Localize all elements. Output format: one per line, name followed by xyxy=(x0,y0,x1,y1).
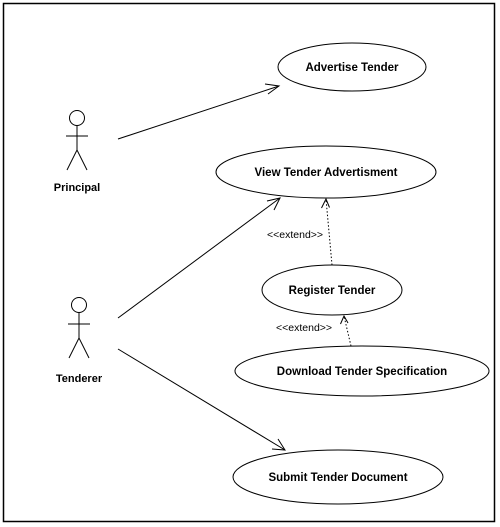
usecase-advertise-tender: Advertise Tender xyxy=(277,42,427,92)
arrowhead-download-register xyxy=(340,314,349,325)
arrowhead-principal-advertise xyxy=(264,83,281,95)
arrowhead-register-view xyxy=(321,197,330,209)
extend-label-register-view: <<extend>> xyxy=(267,229,323,241)
usecase-submit-tender-document: Submit Tender Document xyxy=(232,449,444,505)
usecase-download-tender-specification: Download Tender Specification xyxy=(234,345,490,397)
extend-download-register xyxy=(343,315,352,347)
actor-principal-label: Principal xyxy=(54,182,100,194)
usecase-download-tender-specification-label: Download Tender Specification xyxy=(277,366,447,378)
usecase-submit-tender-document-label: Submit Tender Document xyxy=(268,472,407,484)
usecase-view-tender-advertisment: View Tender Advertisment xyxy=(215,145,437,199)
usecase-register-tender-label: Register Tender xyxy=(289,285,376,297)
association-tenderer-view xyxy=(117,197,281,319)
usecase-register-tender: Register Tender xyxy=(261,264,403,316)
extend-label-download-register: <<extend>> xyxy=(276,322,332,334)
diagram-frame xyxy=(2,2,496,523)
arrowhead-tenderer-submit xyxy=(271,438,286,451)
extend-register-view xyxy=(325,198,333,266)
actor-principal-head xyxy=(69,110,85,126)
usecase-advertise-tender-label: Advertise Tender xyxy=(305,62,399,74)
association-principal-advertise xyxy=(117,85,280,140)
actor-principal xyxy=(66,110,88,171)
actor-tenderer xyxy=(68,297,90,359)
actor-tenderer-label: Tenderer xyxy=(56,373,103,385)
actor-tenderer-head xyxy=(71,297,87,313)
usecase-view-tender-advertisment-label: View Tender Advertisment xyxy=(255,167,398,179)
arrowhead-tenderer-view xyxy=(266,197,281,211)
association-tenderer-submit xyxy=(117,348,286,451)
